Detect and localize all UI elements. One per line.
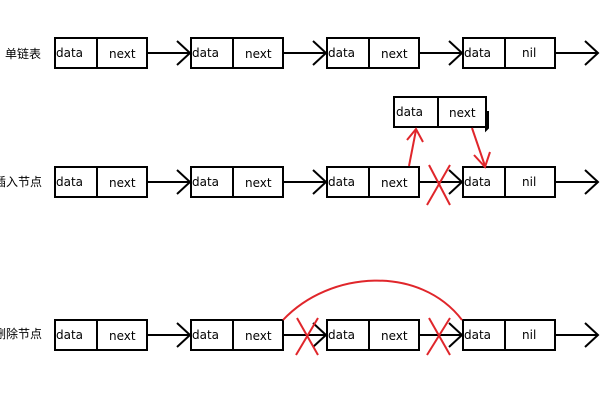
node-box	[54, 37, 148, 69]
node-next-label: next	[449, 106, 476, 120]
node-next-label: nil	[522, 46, 536, 60]
node-1: data next	[54, 319, 148, 351]
node-next-label: next	[381, 47, 408, 61]
cross-mark	[426, 164, 451, 206]
node-2: data next	[190, 166, 284, 198]
node-data-label: data	[192, 46, 219, 60]
node-next-label: nil	[522, 175, 536, 189]
node-data-label: data	[464, 328, 491, 342]
arrow	[555, 322, 600, 348]
node-2: data next	[190, 37, 284, 69]
node-next-label: nil	[522, 328, 536, 342]
node-data-label: data	[192, 328, 219, 342]
node-box	[462, 319, 556, 351]
node-box	[54, 319, 148, 351]
row-label: 单链表	[5, 46, 41, 61]
row-delete-node: 删除节点 data next data next data next	[0, 279, 600, 356]
node-data-label: data	[56, 46, 83, 60]
row-label: 插入节点	[0, 175, 42, 189]
node-next-label: next	[109, 47, 136, 61]
node-4: data nil	[462, 37, 556, 69]
node-3: data next	[326, 319, 420, 351]
inserted-node: data next	[393, 96, 487, 128]
arrow	[283, 40, 328, 66]
node-next-label: next	[109, 176, 136, 190]
node-4: data nil	[462, 319, 556, 351]
node-data-label: data	[464, 46, 491, 60]
arrow	[555, 169, 600, 195]
arrow	[555, 40, 600, 66]
arrow-broken	[283, 322, 328, 348]
row-singly-linked-list: 单链表 data next data next data next	[5, 37, 600, 69]
arrow	[147, 322, 192, 348]
node-next-label: next	[109, 329, 136, 343]
arrow	[147, 169, 192, 195]
node-box	[326, 37, 420, 69]
node-box	[190, 319, 284, 351]
bypass-arc	[282, 279, 463, 321]
node-3: data next	[326, 37, 420, 69]
cross-mark	[426, 317, 451, 356]
node-data-label: data	[328, 46, 355, 60]
insert-arrow-up	[406, 127, 424, 167]
node-next-label: next	[245, 47, 272, 61]
row-insert-node: 插入节点 data next data next data next	[0, 96, 600, 206]
node-box	[54, 166, 148, 198]
node-data-label: data	[56, 175, 83, 189]
node-data-label: data	[328, 328, 355, 342]
node-next-label: next	[245, 329, 272, 343]
node-next-label: next	[381, 329, 408, 343]
node-data-label: data	[396, 105, 423, 119]
node-box	[462, 37, 556, 69]
cross-mark	[295, 317, 319, 356]
node-4: data nil	[462, 166, 556, 198]
node-1: data next	[54, 37, 148, 69]
node-data-label: data	[192, 175, 219, 189]
node-next-label: next	[245, 176, 272, 190]
arrow	[283, 169, 328, 195]
node-next-label: next	[381, 176, 408, 190]
node-data-label: data	[56, 328, 83, 342]
row-label: 删除节点	[0, 326, 42, 341]
node-box	[462, 166, 556, 198]
arrow	[419, 40, 464, 66]
arrow	[147, 40, 192, 66]
node-3: data next	[326, 166, 420, 198]
node-box	[190, 166, 284, 198]
node-data-label: data	[328, 175, 355, 189]
node-data-label: data	[464, 175, 491, 189]
node-2: data next	[190, 319, 284, 351]
node-1: data next	[54, 166, 148, 198]
insert-arrow-down	[471, 111, 491, 169]
